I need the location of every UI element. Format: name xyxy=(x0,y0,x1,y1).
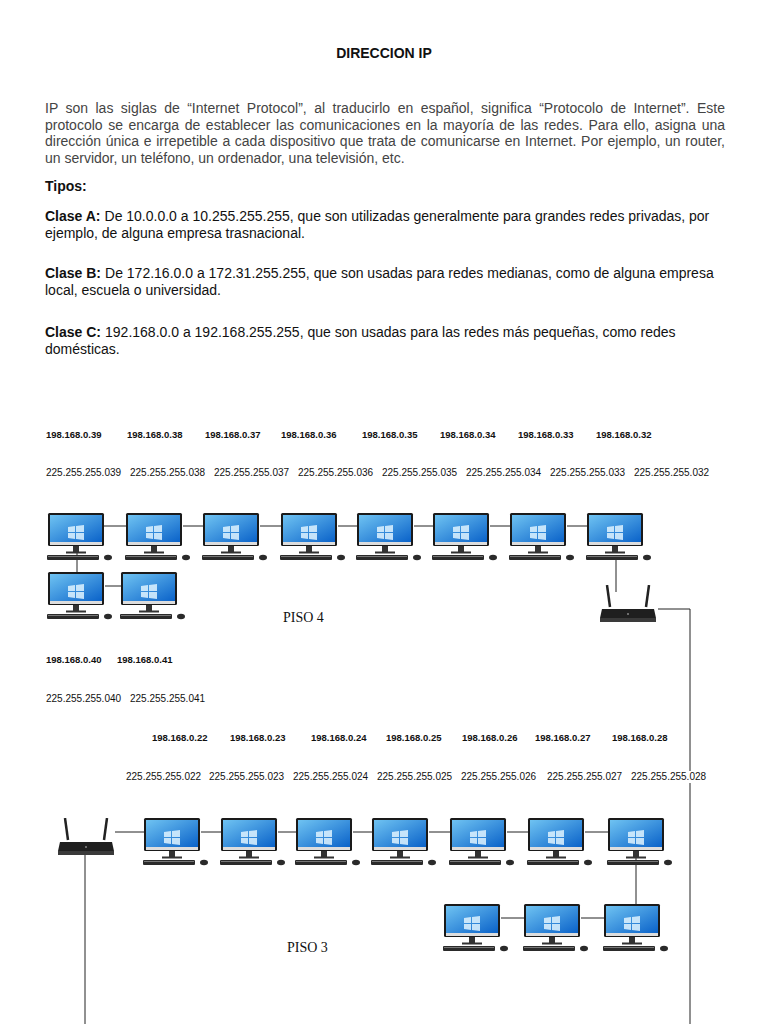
page-title: DIRECCION IP xyxy=(0,45,768,62)
ip-address: 198.168.0.40 xyxy=(45,654,102,665)
subnet-mask: 225.255.255.022 xyxy=(125,771,202,783)
subnet-mask: 225.255.255.038 xyxy=(129,467,206,479)
class-paragraph: Clase C:192.168.0.0 a 192.168.255.255, q… xyxy=(45,324,725,357)
ip-address: 198.168.0.33 xyxy=(517,429,574,440)
ip-address: 198.168.0.23 xyxy=(229,732,286,743)
bold-label: Clase A: xyxy=(45,208,101,224)
ip-address: 198.168.0.24 xyxy=(310,732,367,743)
bold-label: Clase B: xyxy=(45,265,101,281)
ip-address: 198.168.0.36 xyxy=(280,429,337,440)
body-text: IP son las siglas de “Internet Protocol”… xyxy=(45,100,725,166)
ip-address: 198.168.0.35 xyxy=(361,429,418,440)
body-text: De 172.16.0.0 a 172.31.255.255, que son … xyxy=(45,265,714,298)
floor-label: PISO 4 xyxy=(282,610,325,627)
subnet-mask: 225.255.255.034 xyxy=(465,467,542,479)
ip-address: 198.168.0.27 xyxy=(534,732,591,743)
subnet-mask: 225.255.255.027 xyxy=(546,771,623,783)
subnet-mask: 225.255.255.028 xyxy=(630,771,707,783)
ip-address: 198.168.0.28 xyxy=(611,732,668,743)
class-paragraph: Clase A:De 10.0.0.0 a 10.255.255.255, qu… xyxy=(45,208,725,241)
ip-address: 198.168.0.25 xyxy=(385,732,442,743)
ip-address: 198.168.0.37 xyxy=(204,429,261,440)
bold-label: Tipos: xyxy=(45,178,87,194)
subnet-mask: 225.255.255.033 xyxy=(549,467,626,479)
subnet-mask: 225.255.255.036 xyxy=(297,467,374,479)
subnet-mask: 225.255.255.039 xyxy=(45,467,122,479)
network-wires xyxy=(77,526,690,1024)
subnet-mask: 225.255.255.041 xyxy=(129,693,206,705)
body-text: 192.168.0.0 a 192.168.255.255, que son u… xyxy=(45,324,676,357)
ip-address: 198.168.0.38 xyxy=(126,429,183,440)
ip-address: 198.168.0.41 xyxy=(116,654,173,665)
ip-address: 198.168.0.26 xyxy=(461,732,518,743)
subnet-mask: 225.255.255.025 xyxy=(376,771,453,783)
class-paragraph: Clase B:De 172.16.0.0 a 172.31.255.255, … xyxy=(45,265,725,298)
body-text: De 10.0.0.0 a 10.255.255.255, que son ut… xyxy=(45,208,709,241)
ip-address: 198.168.0.22 xyxy=(151,732,208,743)
floor-label: PISO 3 xyxy=(286,940,329,957)
types-heading: Tipos: xyxy=(45,178,725,195)
ip-address: 198.168.0.39 xyxy=(45,429,102,440)
subnet-mask: 225.255.255.032 xyxy=(633,467,710,479)
subnet-mask: 225.255.255.037 xyxy=(213,467,290,479)
routers xyxy=(58,585,656,855)
subnet-mask: 225.255.255.035 xyxy=(381,467,458,479)
ip-address: 198.168.0.34 xyxy=(439,429,496,440)
ip-address: 198.168.0.32 xyxy=(595,429,652,440)
subnet-mask: 225.255.255.024 xyxy=(292,771,369,783)
computers xyxy=(47,513,672,951)
subnet-mask: 225.255.255.026 xyxy=(460,771,537,783)
bold-label: Clase C: xyxy=(45,324,101,340)
subnet-mask: 225.255.255.023 xyxy=(208,771,285,783)
intro-paragraph: IP son las siglas de “Internet Protocol”… xyxy=(45,100,725,166)
subnet-mask: 225.255.255.040 xyxy=(45,693,122,705)
